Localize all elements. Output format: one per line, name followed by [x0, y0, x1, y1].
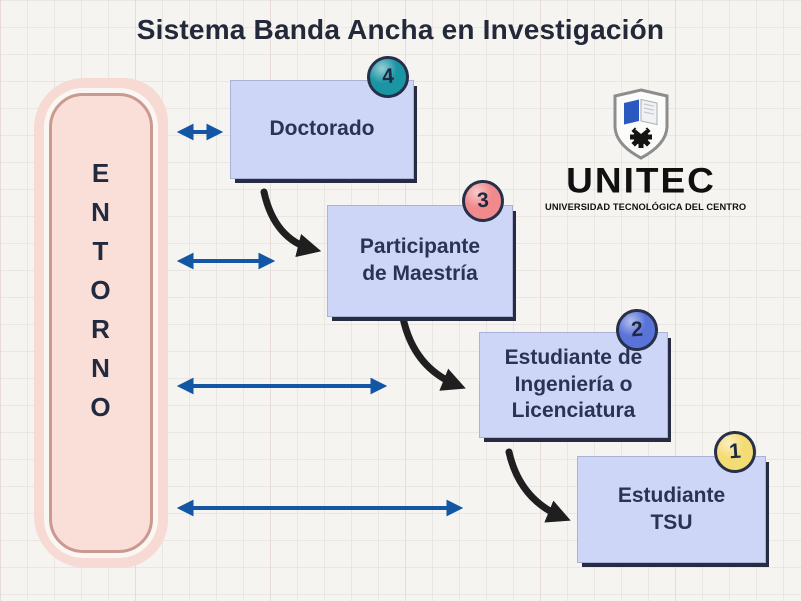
- badge-number: 3: [476, 188, 490, 213]
- diagram-title: Sistema Banda Ancha en Investigación: [136, 14, 665, 45]
- badge-number: 1: [728, 439, 742, 464]
- node-estudiante-tsu: Estudiante TSU: [577, 456, 766, 563]
- node-label: Estudiante de: [504, 345, 643, 369]
- badge-number: 2: [630, 317, 644, 342]
- unitec-wordmark: UNITEC: [566, 161, 716, 200]
- unitec-tagline: UNIVERSIDAD TECNOLÓGICA DEL CENTRO: [545, 202, 747, 212]
- entorno-letter: O: [90, 275, 112, 305]
- node-participante-maestria: Participante de Maestría: [327, 205, 513, 317]
- node-label: Ingeniería o: [514, 372, 633, 396]
- node-label: Participante: [359, 235, 481, 259]
- entorno-letter: O: [90, 392, 112, 422]
- maestria-ingenieria-arrow: [399, 314, 466, 391]
- doctorado-maestria-arrow: [260, 188, 322, 258]
- entorno-letter: N: [91, 353, 111, 383]
- node-label: Doctorado: [269, 117, 375, 141]
- badge-number: 4: [381, 64, 395, 89]
- entorno-box: [49, 93, 153, 553]
- entorno-letter: N: [91, 197, 111, 227]
- node-label: de Maestría: [362, 262, 478, 285]
- node-label: TSU: [650, 510, 693, 534]
- node-label: Estudiante: [617, 483, 726, 507]
- entorno-container: E N T O R N O: [34, 78, 168, 568]
- entorno-letter: T: [92, 236, 110, 266]
- entorno-letter: R: [91, 314, 111, 344]
- unitec-shield-icon: [613, 88, 669, 160]
- node-label: Licenciatura: [511, 399, 636, 423]
- entorno-label: E N T O R N O: [34, 154, 168, 427]
- ingenieria-tsu-arrow: [505, 448, 571, 523]
- unitec-logo: UNITEC UNIVERSIDAD TECNOLÓGICA DEL CENTR…: [545, 88, 747, 212]
- entorno-letter: E: [91, 158, 111, 188]
